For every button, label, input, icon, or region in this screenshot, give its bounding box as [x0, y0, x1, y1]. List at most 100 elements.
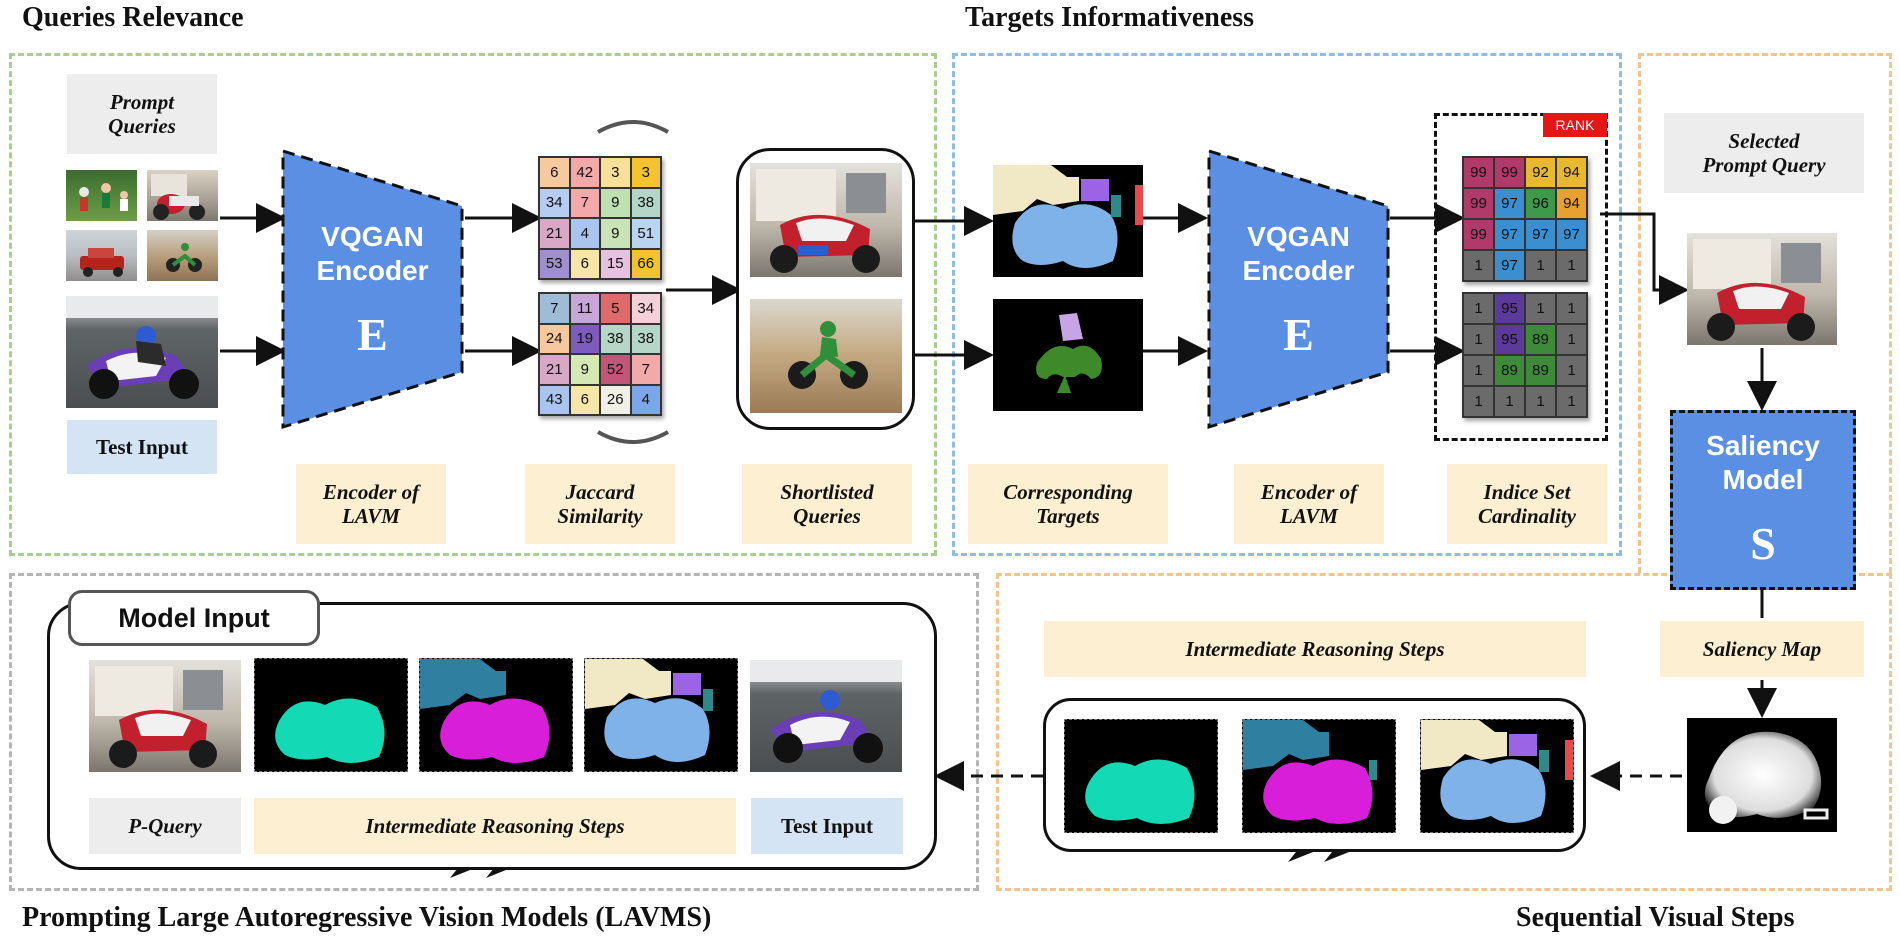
- p-query-label: P-Query: [89, 798, 241, 854]
- selected-prompt-query-label: Selected Prompt Query: [1664, 113, 1864, 193]
- corresponding-targets-label: Corresponding Targets: [968, 464, 1168, 544]
- jaccard-bottom-cell: 24: [539, 323, 570, 354]
- shortlisted-query-image-dirtbike: [750, 299, 902, 413]
- jaccard-top-cell: 3: [600, 157, 631, 188]
- cardinality-top-cell: 94: [1556, 157, 1587, 188]
- saliency-map-label: Saliency Map: [1660, 621, 1864, 677]
- jaccard-top-cell: 6: [539, 157, 570, 188]
- intermediate-reasoning-steps-label-bottom: Intermediate Reasoning Steps: [254, 798, 736, 854]
- jaccard-top-cell: 21: [539, 218, 570, 249]
- prompt-query-image-soccer: [66, 170, 137, 221]
- jaccard-bottom-cell: 38: [630, 323, 661, 354]
- step-mask-cyan: [1064, 719, 1218, 833]
- jaccard-bottom-cell: 21: [539, 354, 570, 385]
- jaccard-bottom-cell: 6: [569, 384, 600, 415]
- model-input-test-image: [750, 660, 902, 772]
- corresponding-target-mask-motorbike: [993, 165, 1143, 277]
- cardinality-top-cell: 99: [1494, 157, 1525, 188]
- jaccard-top-cell: 42: [569, 157, 600, 188]
- vqgan-encoder-2-letter: E: [1283, 309, 1314, 360]
- selected-prompt-query-image: [1687, 233, 1837, 345]
- jaccard-top-cell: 9: [600, 218, 631, 249]
- cardinality-bottom-cell: 1: [1556, 355, 1587, 386]
- targets-informativeness-panel: [952, 53, 1622, 556]
- title-sequential-visual-steps: Sequential Visual Steps: [1516, 902, 1795, 933]
- sequential-steps-panel: [1638, 53, 1892, 573]
- model-input-step-full: [584, 658, 738, 772]
- jaccard-bottom-cell: 5: [600, 293, 631, 324]
- saliency-map-image: [1687, 718, 1837, 832]
- title-targets-informativeness: Targets Informativeness: [965, 2, 1255, 33]
- model-input-step-magenta: [419, 658, 573, 772]
- corresponding-target-mask-dirtbike: [993, 299, 1143, 411]
- jaccard-bottom-cell: 26: [600, 384, 631, 415]
- cardinality-rank-box: [1434, 113, 1608, 441]
- cardinality-bottom-cell: 89: [1525, 324, 1556, 355]
- jaccard-bottom-cell: 19: [569, 323, 600, 354]
- jaccard-bottom-cell: 4: [630, 384, 661, 415]
- jaccard-top-cell: 15: [600, 248, 631, 279]
- step-mask-full: [1420, 719, 1574, 833]
- prompting-lavms-panel: [9, 573, 979, 891]
- test-input-label-bottom: Test Input: [751, 798, 903, 854]
- cardinality-top-cell: 97: [1494, 250, 1525, 281]
- indice-set-cardinality-label: Indice Set Cardinality: [1447, 464, 1607, 544]
- jaccard-bottom-cell: 38: [600, 323, 631, 354]
- title-queries-relevance: Queries Relevance: [22, 2, 244, 33]
- cardinality-bottom-cell: 1: [1463, 355, 1494, 386]
- encoder-of-lavm-label-2: Encoder of LAVM: [1234, 464, 1384, 544]
- cardinality-bottom-cell: 1: [1525, 293, 1556, 324]
- model-input-title: Model Input: [68, 590, 320, 646]
- cardinality-bottom-cell: 1: [1556, 324, 1587, 355]
- cardinality-bottom-cell: 1: [1525, 386, 1556, 417]
- prompt-query-image-car: [66, 230, 137, 281]
- vqgan-encoder-1-letter: E: [357, 309, 388, 360]
- jaccard-bottom-cell: 9: [569, 354, 600, 385]
- step-mask-magenta: [1242, 719, 1396, 833]
- shortlisted-queries-label: Shortlisted Queries: [742, 464, 912, 544]
- model-input-prompt-query-image: [89, 660, 241, 772]
- jaccard-bottom-cell: 7: [630, 354, 661, 385]
- jaccard-top-cell: 66: [630, 248, 661, 279]
- queries-relevance-panel: [9, 53, 937, 556]
- encoder-of-lavm-label-1: Encoder of LAVM: [296, 464, 446, 544]
- cardinality-bottom-cell: 89: [1494, 355, 1525, 386]
- shortlisted-query-image-motorbike: [750, 163, 902, 277]
- jaccard-bottom-cell: 43: [539, 384, 570, 415]
- test-input-image: [66, 296, 218, 408]
- rank-badge: RANK: [1543, 113, 1607, 137]
- jaccard-top-cell: 53: [539, 248, 570, 279]
- jaccard-top-cell: 51: [630, 218, 661, 249]
- cardinality-top-cell: 97: [1494, 188, 1525, 219]
- cardinality-bottom-cell: 95: [1494, 293, 1525, 324]
- cardinality-top-cell: 99: [1463, 188, 1494, 219]
- cardinality-top-cell: 97: [1494, 219, 1525, 250]
- model-input-step-cyan: [254, 658, 408, 772]
- jaccard-bottom-cell: 52: [600, 354, 631, 385]
- jaccard-top-cell: 3: [630, 157, 661, 188]
- cardinality-bottom-cell: 1: [1494, 386, 1525, 417]
- jaccard-top-cell: 6: [569, 248, 600, 279]
- test-input-label: Test Input: [67, 420, 217, 474]
- cardinality-top-cell: 96: [1525, 188, 1556, 219]
- prompt-query-image-dirtbike: [147, 230, 218, 281]
- cardinality-bottom-cell: 95: [1494, 324, 1525, 355]
- jaccard-top-cell: 4: [569, 218, 600, 249]
- cardinality-bottom-cell: 1: [1463, 386, 1494, 417]
- cardinality-bottom-cell: 1: [1556, 386, 1587, 417]
- cardinality-bottom-cell: 1: [1463, 293, 1494, 324]
- intermediate-reasoning-steps-label-top: Intermediate Reasoning Steps: [1044, 621, 1586, 677]
- cardinality-top-cell: 1: [1463, 250, 1494, 281]
- title-prompting-lavms: Prompting Large Autoregressive Vision Mo…: [22, 902, 712, 933]
- jaccard-bottom-cell: 7: [539, 293, 570, 324]
